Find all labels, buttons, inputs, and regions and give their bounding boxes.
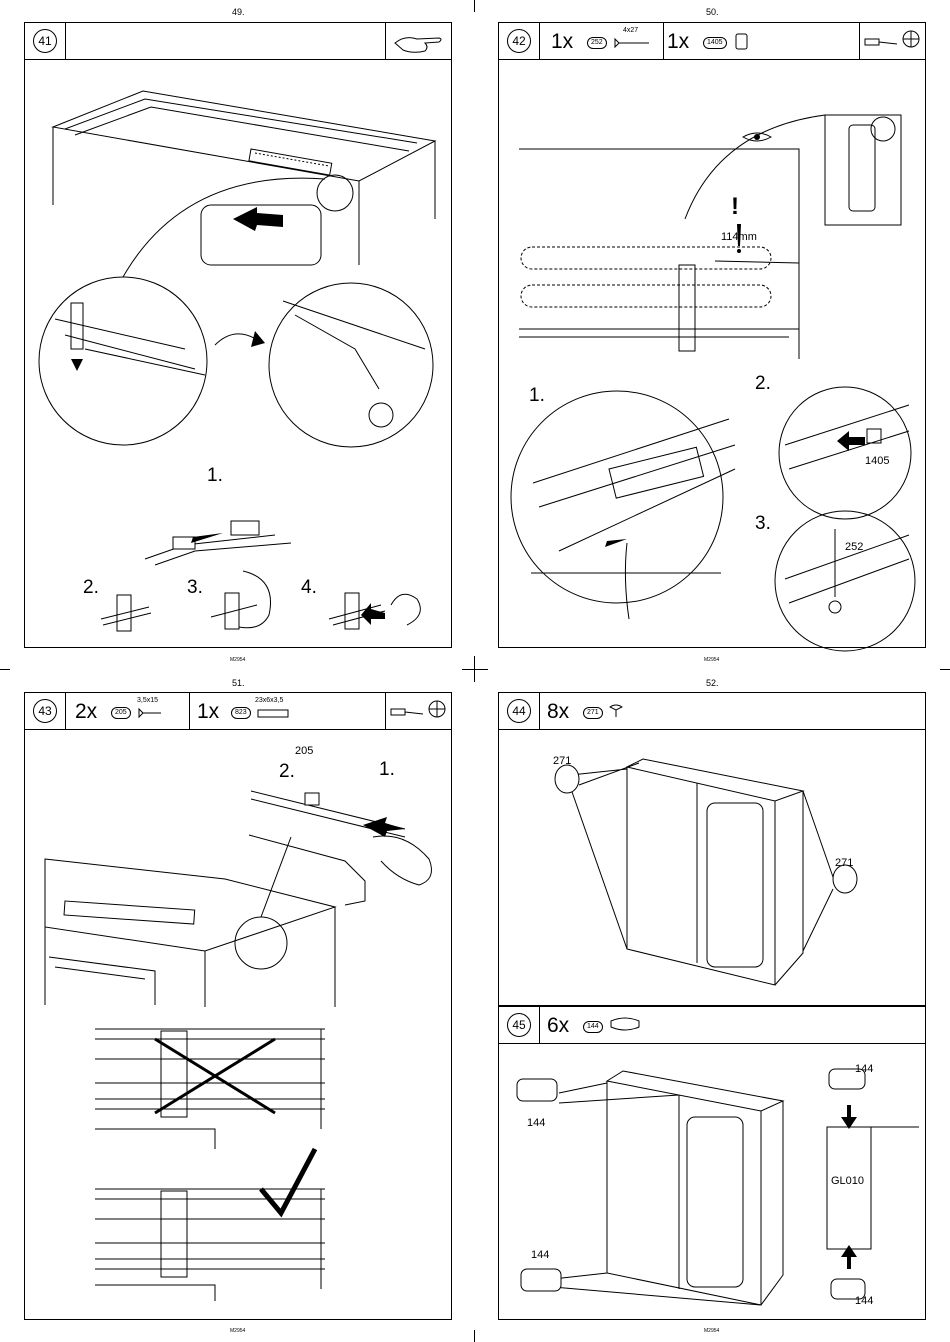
pointing-hand-icon bbox=[391, 29, 447, 55]
page-number: 52. bbox=[706, 678, 719, 688]
callout-2: 2. bbox=[755, 373, 771, 395]
callout-2: 2. bbox=[83, 577, 99, 599]
part-number: 144 bbox=[583, 1021, 603, 1033]
step-42-panel: 42 1x 252 4x27 1x 1405 bbox=[498, 22, 926, 648]
callout-2: 2. bbox=[279, 761, 295, 783]
page-number: 51. bbox=[232, 678, 245, 688]
part-size: 4x27 bbox=[623, 27, 638, 34]
step-43-panel: 43 2x 205 3,5x15 1x 823 23x6x3,5 bbox=[24, 692, 452, 1320]
step-41-panel: 41 bbox=[24, 22, 452, 648]
callout-1: 1. bbox=[529, 385, 545, 407]
part-label: 144 bbox=[527, 1117, 545, 1129]
callout-3: 3. bbox=[755, 513, 771, 535]
part-size: 3,5x15 bbox=[137, 697, 158, 704]
clip-icon bbox=[257, 707, 291, 719]
part-label: 205 bbox=[295, 745, 313, 757]
step-43-illustration bbox=[25, 729, 453, 1319]
callout-4: 4. bbox=[301, 577, 317, 599]
crop-mark bbox=[462, 669, 488, 670]
screwdriver-icon bbox=[389, 705, 425, 719]
screw-icon bbox=[613, 37, 653, 49]
step-number: 44 bbox=[507, 699, 531, 723]
step-header: 45 6x 144 bbox=[499, 1007, 925, 1044]
crop-mark bbox=[0, 669, 10, 670]
step-44-illustration bbox=[499, 729, 927, 1005]
part-qty: 1x bbox=[197, 700, 219, 724]
part-number: 205 bbox=[111, 707, 131, 719]
part-label: 144 bbox=[531, 1249, 549, 1261]
model-code: M2954 bbox=[704, 657, 719, 663]
part-qty: 6x bbox=[547, 1014, 569, 1038]
callout-3: 3. bbox=[187, 577, 203, 599]
crop-mark bbox=[474, 0, 475, 12]
step-41-illustration bbox=[25, 59, 453, 647]
model-code: M2954 bbox=[230, 1328, 245, 1334]
part-number: 271 bbox=[583, 707, 603, 719]
callout-1: 1. bbox=[379, 759, 395, 781]
part-qty: 1x bbox=[667, 30, 689, 54]
callout-1: 1. bbox=[207, 465, 223, 487]
page-number: 49. bbox=[232, 7, 245, 17]
part-number: 252 bbox=[587, 37, 607, 49]
step-header: 41 bbox=[25, 23, 451, 60]
part-label: 271 bbox=[835, 857, 853, 869]
part-size: 23x6x3,5 bbox=[255, 697, 283, 704]
part-label: 271 bbox=[553, 755, 571, 767]
screwdriver-icon bbox=[863, 35, 899, 49]
model-code: M2954 bbox=[230, 657, 245, 663]
crop-mark bbox=[474, 656, 475, 682]
glide-icon bbox=[609, 703, 623, 719]
model-code: M2954 bbox=[704, 1328, 719, 1334]
step-header: 43 2x 205 3,5x15 1x 823 23x6x3,5 bbox=[25, 693, 451, 730]
step-45-panel: 45 6x 144 144 144 144 144 GL010 bbox=[498, 1006, 926, 1320]
screw-icon bbox=[137, 707, 163, 719]
part-label: 1405 bbox=[865, 455, 889, 467]
measurement-label: 114mm bbox=[721, 231, 757, 243]
step-header: 42 1x 252 4x27 1x 1405 bbox=[499, 23, 925, 60]
step-number: 43 bbox=[33, 699, 57, 723]
step-number: 42 bbox=[507, 29, 531, 53]
part-label: 252 bbox=[845, 541, 863, 553]
cap-icon bbox=[609, 1015, 641, 1035]
step-header: 44 8x 271 bbox=[499, 693, 925, 730]
part-qty: 1x bbox=[551, 30, 573, 54]
drill-bit-icon bbox=[901, 29, 921, 49]
part-number: 1405 bbox=[703, 37, 727, 49]
step-number: 45 bbox=[507, 1013, 531, 1037]
step-number: 41 bbox=[33, 29, 57, 53]
cap-icon bbox=[735, 33, 749, 51]
crop-mark bbox=[474, 1330, 475, 1342]
warning-mark: ! bbox=[731, 193, 739, 221]
drill-bit-icon bbox=[427, 699, 447, 719]
part-number: 823 bbox=[231, 707, 251, 719]
part-label: 144 bbox=[855, 1063, 873, 1075]
part-label: 144 bbox=[855, 1295, 873, 1307]
step-42-illustration bbox=[499, 59, 927, 647]
crop-mark bbox=[940, 669, 950, 670]
page-number: 50. bbox=[706, 7, 719, 17]
code-label: GL010 bbox=[831, 1175, 864, 1187]
part-qty: 2x bbox=[75, 700, 97, 724]
step-44-panel: 44 8x 271 271 271 bbox=[498, 692, 926, 1006]
part-qty: 8x bbox=[547, 700, 569, 724]
